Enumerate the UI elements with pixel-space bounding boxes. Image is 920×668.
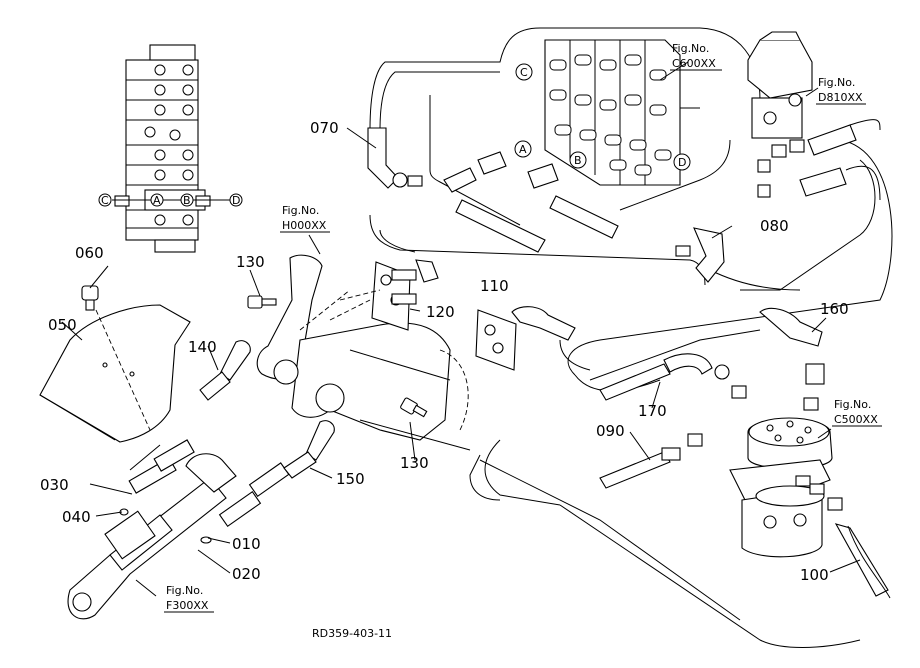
part-number-labels: 070 080 060 050 030 040 010 020 130 130 …	[40, 119, 849, 584]
marker-c-valve: C	[520, 66, 528, 79]
fig-ref-prefix-f300: Fig.No.	[166, 584, 203, 597]
fig-ref-h000: H000XX	[282, 219, 327, 232]
part-label-080: 080	[760, 217, 789, 235]
cylinder-assembly	[67, 340, 335, 620]
part-label-070: 070	[310, 119, 339, 137]
connection-markers: C A B D C A B D	[98, 63, 691, 207]
fig-ref-prefix-d810: Fig.No.	[818, 76, 855, 89]
bolts-130	[247, 295, 428, 418]
part-label-130-top: 130	[236, 253, 265, 271]
part-label-010: 010	[232, 535, 261, 553]
valve-hoses	[367, 127, 725, 283]
fig-ref-prefix-h000: Fig.No.	[282, 204, 319, 217]
part-label-170: 170	[638, 402, 667, 420]
fig-ref-d810: D810XX	[818, 91, 863, 104]
part-label-160: 160	[820, 300, 849, 318]
swing-bracket	[256, 254, 471, 451]
fig-ref-c500: C500XX	[834, 413, 878, 426]
valve-schematic	[112, 44, 230, 253]
part-label-060: 060	[75, 244, 104, 262]
fig-ref-prefix-c600: Fig.No.	[672, 42, 709, 55]
drawing-code: RD359-403-11	[312, 627, 392, 640]
fig-ref-c600: C600XX	[672, 57, 716, 70]
part-label-110: 110	[480, 277, 509, 295]
marker-b-schematic: B	[183, 194, 191, 207]
swivel-hoses	[599, 353, 891, 599]
part-label-050: 050	[48, 316, 77, 334]
leader-lines	[61, 61, 861, 597]
part-label-020: 020	[232, 565, 261, 583]
bolt	[81, 285, 151, 431]
figure-references: Fig.No. C600XX Fig.No. D810XX Fig.No. H0…	[164, 42, 882, 613]
part-label-150: 150	[336, 470, 365, 488]
plate-fitting-120	[339, 259, 439, 331]
part-label-140: 140	[188, 338, 217, 356]
plate-fitting-110	[475, 306, 576, 371]
marker-a-schematic: A	[153, 194, 161, 207]
marker-a-valve: A	[519, 143, 527, 156]
part-label-040: 040	[62, 508, 91, 526]
part-label-120: 120	[426, 303, 455, 321]
part-label-030: 030	[40, 476, 69, 494]
marker-d-schematic: D	[232, 194, 240, 207]
cover-plate	[39, 304, 191, 443]
pilot-valve	[747, 31, 881, 201]
marker-b-valve: B	[574, 154, 582, 167]
fig-ref-f300: F300XX	[166, 599, 209, 612]
part-label-130-bottom: 130	[400, 454, 429, 472]
part-label-100: 100	[800, 566, 829, 584]
control-valve-block	[544, 39, 681, 186]
marker-c-schematic: C	[101, 194, 109, 207]
marker-d-valve: D	[678, 156, 686, 169]
part-label-090: 090	[596, 422, 625, 440]
fig-ref-prefix-c500: Fig.No.	[834, 398, 871, 411]
swivel-joint	[687, 307, 843, 558]
